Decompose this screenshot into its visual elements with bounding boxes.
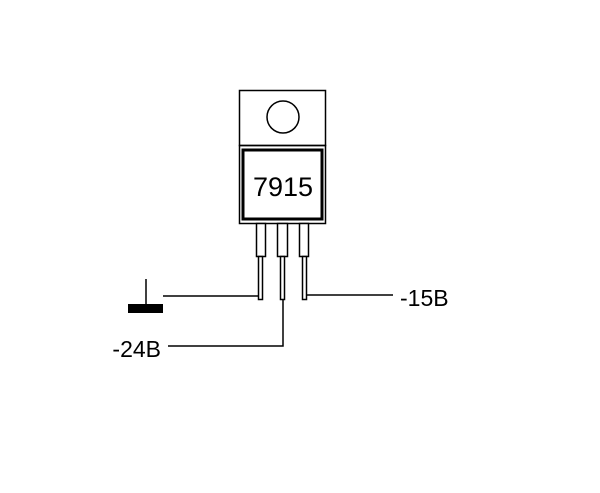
- to220-package: [238, 89, 327, 225]
- ground-symbol-icon: [128, 279, 163, 313]
- lead-3-lower: [301, 255, 308, 301]
- lead-3-upper: [298, 222, 310, 258]
- output-label: -15B: [400, 285, 449, 311]
- input-label: -24B: [112, 336, 161, 362]
- mounting-hole: [266, 100, 300, 134]
- lead-1-lower: [257, 255, 264, 301]
- part-number-label: 7915: [253, 172, 313, 202]
- lead-1-upper: [255, 222, 267, 258]
- leads: [255, 222, 310, 301]
- wires: [163, 294, 393, 347]
- input-wire: [168, 300, 284, 347]
- lead-2-lower: [279, 255, 286, 301]
- package-tab: [238, 89, 327, 147]
- lead-2-upper: [276, 222, 289, 258]
- package-body-inner: [241, 148, 324, 221]
